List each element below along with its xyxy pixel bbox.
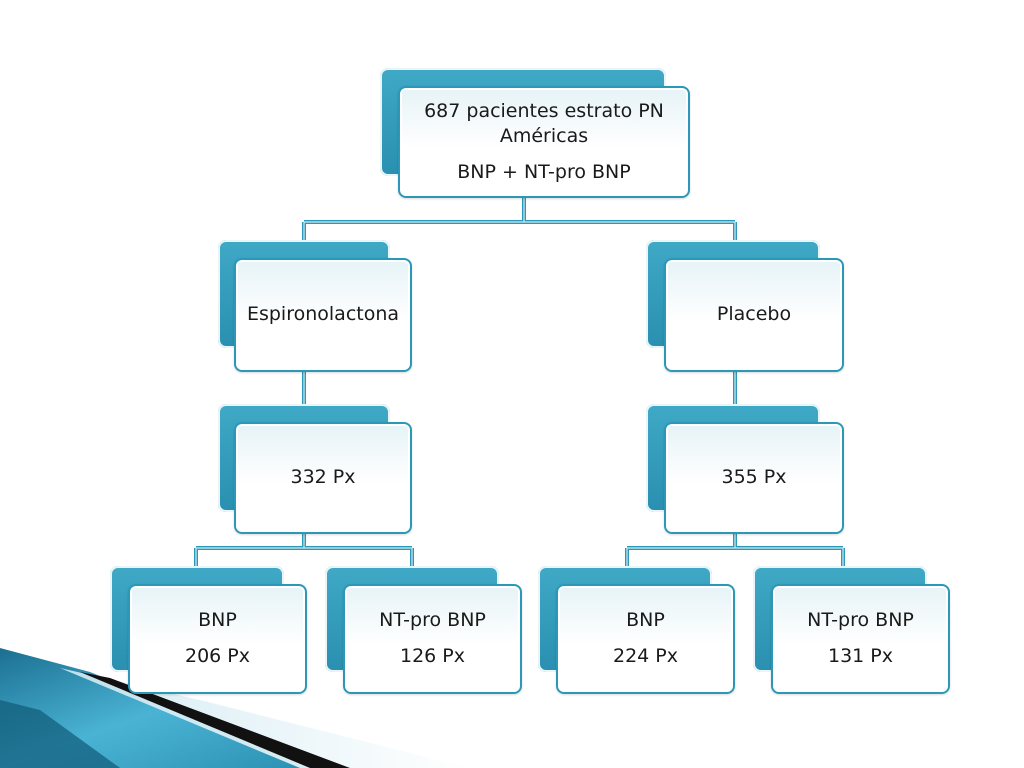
right-bnp-title: BNP [626,609,665,632]
placebo-label: Placebo [716,303,792,326]
espironolactona-count: 332 Px [290,466,356,489]
right-ntprobnp-node: NT-pro BNP 131 Px [753,566,950,696]
right-bnp-node: BNP 224 Px [538,566,735,696]
root-line-2: Américas [499,125,589,148]
espironolactona-label: Espironolactona [246,303,400,326]
right-ntprobnp-title: NT-pro BNP [807,609,914,632]
espironolactona-node: Espironolactona [218,240,413,374]
root-line-1: 687 pacientes estrato PN [424,99,664,122]
placebo-node: Placebo [646,240,844,374]
left-bnp-value: 206 Px [184,645,250,667]
left-ntprobnp-value: 126 Px [399,645,465,667]
root-node: 687 pacientes estrato PN Américas BNP + … [380,68,690,200]
left-ntprobnp-title: NT-pro BNP [379,609,486,632]
placebo-count-node: 355 Px [646,404,844,536]
left-ntprobnp-node: NT-pro BNP 126 Px [325,566,522,696]
right-ntprobnp-value: 131 Px [827,645,893,667]
right-bnp-value: 224 Px [612,645,678,667]
espironolactona-count-node: 332 Px [218,404,413,536]
left-bnp-title: BNP [198,609,237,632]
root-line-3: BNP + NT-pro BNP [457,160,631,183]
left-bnp-node: BNP 206 Px [110,566,307,696]
placebo-count: 355 Px [721,466,787,489]
